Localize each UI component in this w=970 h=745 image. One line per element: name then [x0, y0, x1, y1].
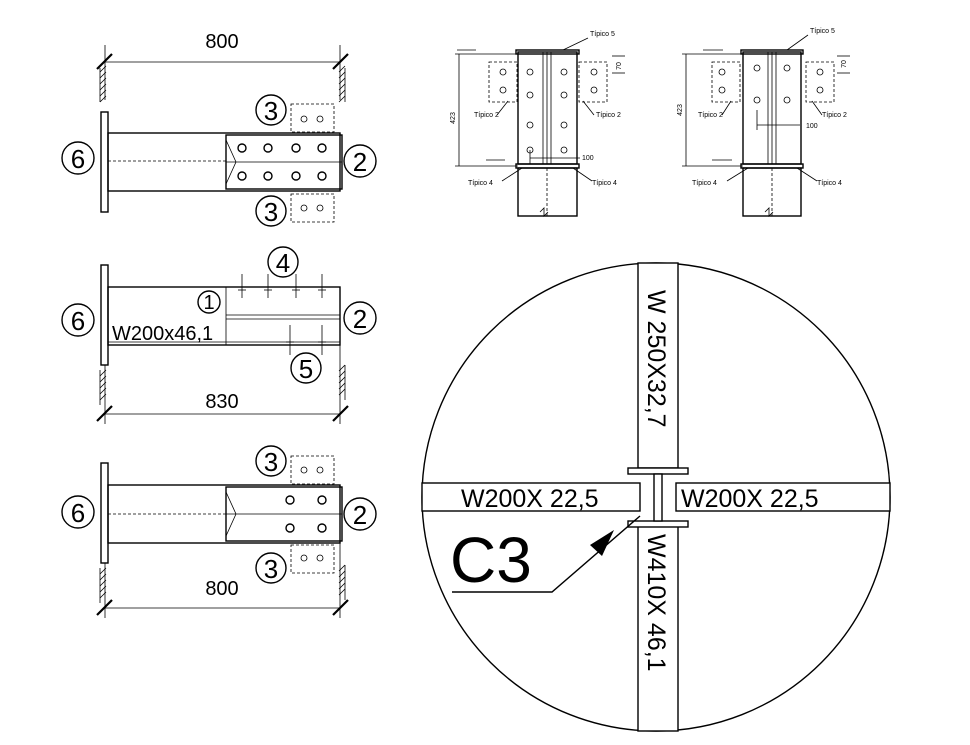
mark-top: 4: [276, 248, 290, 278]
bolt-group: [238, 274, 326, 355]
mark-left: 6: [71, 498, 85, 528]
flange-plate-bottom: [290, 193, 335, 223]
note-bottom-left: Típico 4: [692, 180, 717, 187]
dimension-text: 800: [205, 31, 238, 53]
mark-right: 2: [353, 304, 367, 334]
note-top: Típico 5: [590, 31, 615, 38]
mark-circle: [197, 290, 221, 314]
dimension-tick: [332, 405, 349, 422]
mark-bottom: 5: [299, 354, 313, 384]
column-flange-top: [627, 467, 689, 475]
mark-circle: [343, 497, 377, 531]
dimension-text: 800: [205, 578, 238, 600]
mark-circle: [255, 94, 287, 126]
dimension-text: 830: [205, 391, 238, 413]
leader-arrow: [590, 530, 614, 556]
note-right: Típico 2: [822, 112, 847, 119]
mark-circle: [255, 552, 287, 584]
elevation-left: 423 70 100 Típico 5 Típico 2 Típico 2 Tí…: [450, 31, 625, 217]
note-bottom-right: Típico 4: [817, 180, 842, 187]
note-bottom-right: Típico 4: [592, 180, 617, 187]
side-plate-right: [578, 61, 608, 103]
key-plan: W 250X32,7 W410X 46,1 W200X 22,5 W200X 2…: [421, 262, 891, 732]
beam: [107, 286, 341, 346]
column-lower: [517, 167, 578, 217]
bolt-group: [718, 64, 824, 104]
dim-vertical: 423: [677, 104, 684, 116]
column-flange-bottom: [627, 520, 689, 528]
wall-hatch: [99, 564, 346, 603]
mark-circle: [61, 141, 95, 175]
mark-circle: [61, 303, 95, 337]
section-label: W200x46,1: [112, 323, 213, 345]
mark-circle: [290, 352, 322, 384]
bolt-group: [499, 68, 598, 154]
side-plate-right: [805, 61, 835, 103]
detail-bottom: 800 6 2 3 3: [61, 445, 377, 618]
note-right: Típico 2: [596, 112, 621, 119]
dimension-tick: [332, 53, 349, 70]
bolt-group: [237, 143, 327, 181]
mark-right: 2: [353, 500, 367, 530]
beam-right: [675, 482, 891, 512]
top-plate: [740, 49, 804, 55]
leader-line: [452, 515, 641, 593]
side-plate-left: [488, 61, 518, 103]
detail-middle: 830 6 2 4 5 1 W200x46,1: [61, 246, 377, 424]
mark-lower: 3: [264, 197, 278, 227]
mark-circle: [343, 144, 377, 178]
dim-bottom: 100: [582, 155, 594, 162]
mark-circle: [343, 301, 377, 335]
label-column-above: W 250X32,7: [642, 290, 670, 428]
label-beam-right: W200X 22,5: [681, 485, 819, 513]
note-top: Típico 5: [810, 28, 835, 35]
flange-plate-top: [290, 103, 335, 133]
elevation-right: 423 70 100 Típico 5 Típico 2 Típico 2 Tí…: [677, 28, 850, 217]
label-beam-left: W200X 22,5: [461, 485, 599, 513]
mark-left: 6: [71, 306, 85, 336]
note-left: Típico 2: [474, 112, 499, 119]
dimension-tick: [96, 405, 113, 422]
dimension-tick: [96, 599, 113, 616]
label-column-below: W410X 46,1: [642, 534, 670, 672]
top-plate: [515, 49, 580, 55]
mark-right: 2: [353, 147, 367, 177]
mark-lower: 3: [264, 554, 278, 584]
mark-upper: 3: [264, 447, 278, 477]
dim-vertical: 423: [450, 112, 457, 124]
mark-circle: [61, 495, 95, 529]
dimension-tick: [96, 53, 113, 70]
mark-inner: 1: [203, 292, 214, 314]
wall-hatch: [99, 364, 346, 405]
wall-hatch: [99, 65, 346, 103]
end-plate: [100, 462, 109, 564]
side-plate-left: [711, 61, 741, 103]
column-upper: [517, 51, 578, 165]
beam-left: [421, 482, 641, 512]
dimension-tick: [332, 599, 349, 616]
note-left: Típico 2: [698, 112, 723, 119]
end-plate: [100, 264, 109, 366]
dim-bottom: 100: [806, 123, 818, 130]
detail-top: 800 6 2: [61, 31, 377, 227]
mark-left: 6: [71, 144, 85, 174]
dim-small: 70: [841, 60, 848, 68]
bolt-group: [285, 495, 327, 533]
mark-upper: 3: [264, 96, 278, 126]
mark-circle: [255, 195, 287, 227]
note-bottom-left: Típico 4: [468, 180, 493, 187]
mark-circle: [255, 445, 287, 477]
connection-label: C3: [450, 524, 532, 596]
flange-plate-top: [290, 455, 335, 485]
dim-small: 70: [616, 62, 623, 70]
column-below: [637, 525, 679, 732]
mark-circle: [267, 246, 299, 278]
end-plate: [100, 111, 109, 213]
flange-plate-bottom: [290, 544, 335, 574]
column-web: [653, 473, 663, 522]
